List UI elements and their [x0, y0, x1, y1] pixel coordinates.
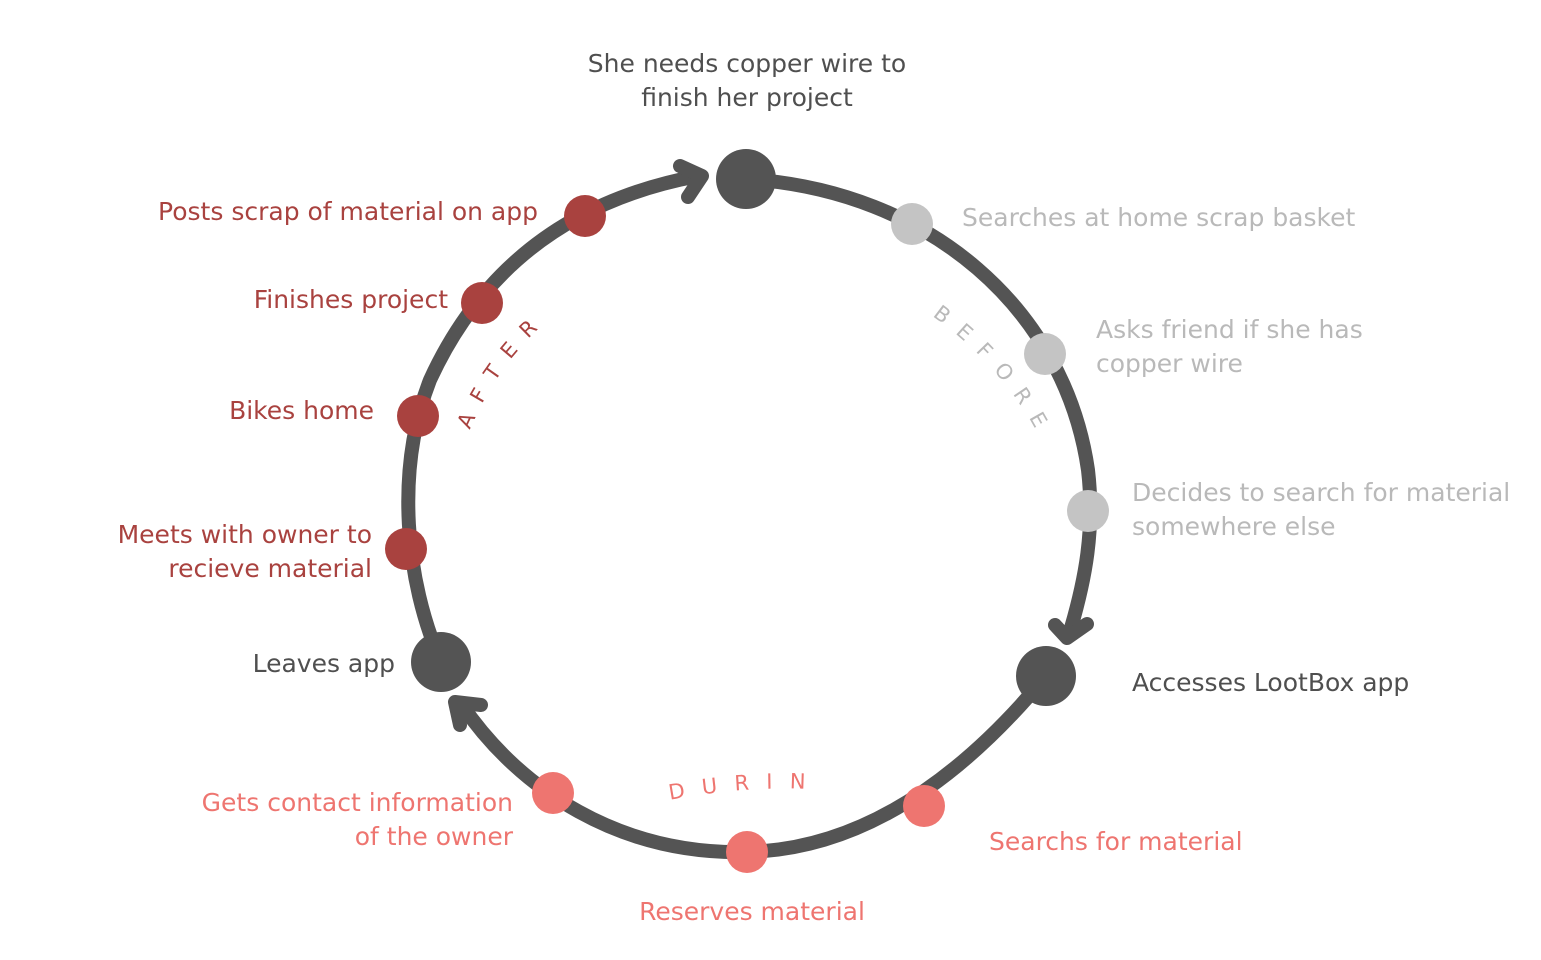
node-during-step-1: [903, 785, 945, 827]
label-after-step-4: Posts scrap of material on app: [158, 197, 538, 226]
ring-segment-before: [739, 172, 1098, 635]
label-during-step-2: Reserves material: [639, 897, 865, 926]
before-step-nodes: [891, 203, 1109, 532]
node-after-step-2: [397, 395, 439, 437]
node-after-step-1: [385, 528, 427, 570]
node-access-app: [1016, 646, 1076, 706]
ring-segment-during: [455, 669, 1053, 860]
main-nodes: [411, 149, 1076, 706]
node-start: [716, 149, 776, 209]
after-step-nodes: [385, 195, 606, 570]
node-before-step-2: [1024, 333, 1066, 375]
arrowhead-icon-before-to-access: [1048, 617, 1094, 645]
label-access-app: Accesses LootBox app: [1132, 668, 1410, 697]
label-before-step-3: Decides to search for material somewhere…: [1132, 478, 1511, 541]
label-during-step-3: Gets contact information of the owner: [201, 788, 513, 851]
node-before-step-3: [1067, 490, 1109, 532]
label-after-step-3: Finishes project: [253, 285, 448, 314]
node-during-step-3: [532, 772, 574, 814]
label-before-step-1: Searches at home scrap basket: [962, 203, 1356, 232]
cycle-ring: [401, 169, 1098, 860]
label-leave-app: Leaves app: [252, 649, 395, 678]
arrowhead-icon-after-to-start: [673, 159, 709, 204]
flow-arrowheads: [448, 159, 1094, 732]
label-after-step-1: Meets with owner to recieve material: [117, 520, 372, 583]
node-leave-app: [411, 632, 471, 692]
node-after-step-3: [461, 282, 503, 324]
ring-segment-after: [401, 169, 705, 669]
node-after-step-4: [564, 195, 606, 237]
node-before-step-1: [891, 203, 933, 245]
label-before-step-2: Asks friend if she has copper wire: [1096, 315, 1363, 378]
label-during-step-1: Searchs for material: [989, 827, 1243, 856]
label-start: She needs copper wire to finish her proj…: [587, 49, 907, 112]
arrowhead-icon-during-to-leave: [448, 695, 488, 732]
node-during-step-2: [726, 831, 768, 873]
label-after-step-2: Bikes home: [229, 396, 374, 425]
during-step-nodes: [532, 772, 945, 873]
